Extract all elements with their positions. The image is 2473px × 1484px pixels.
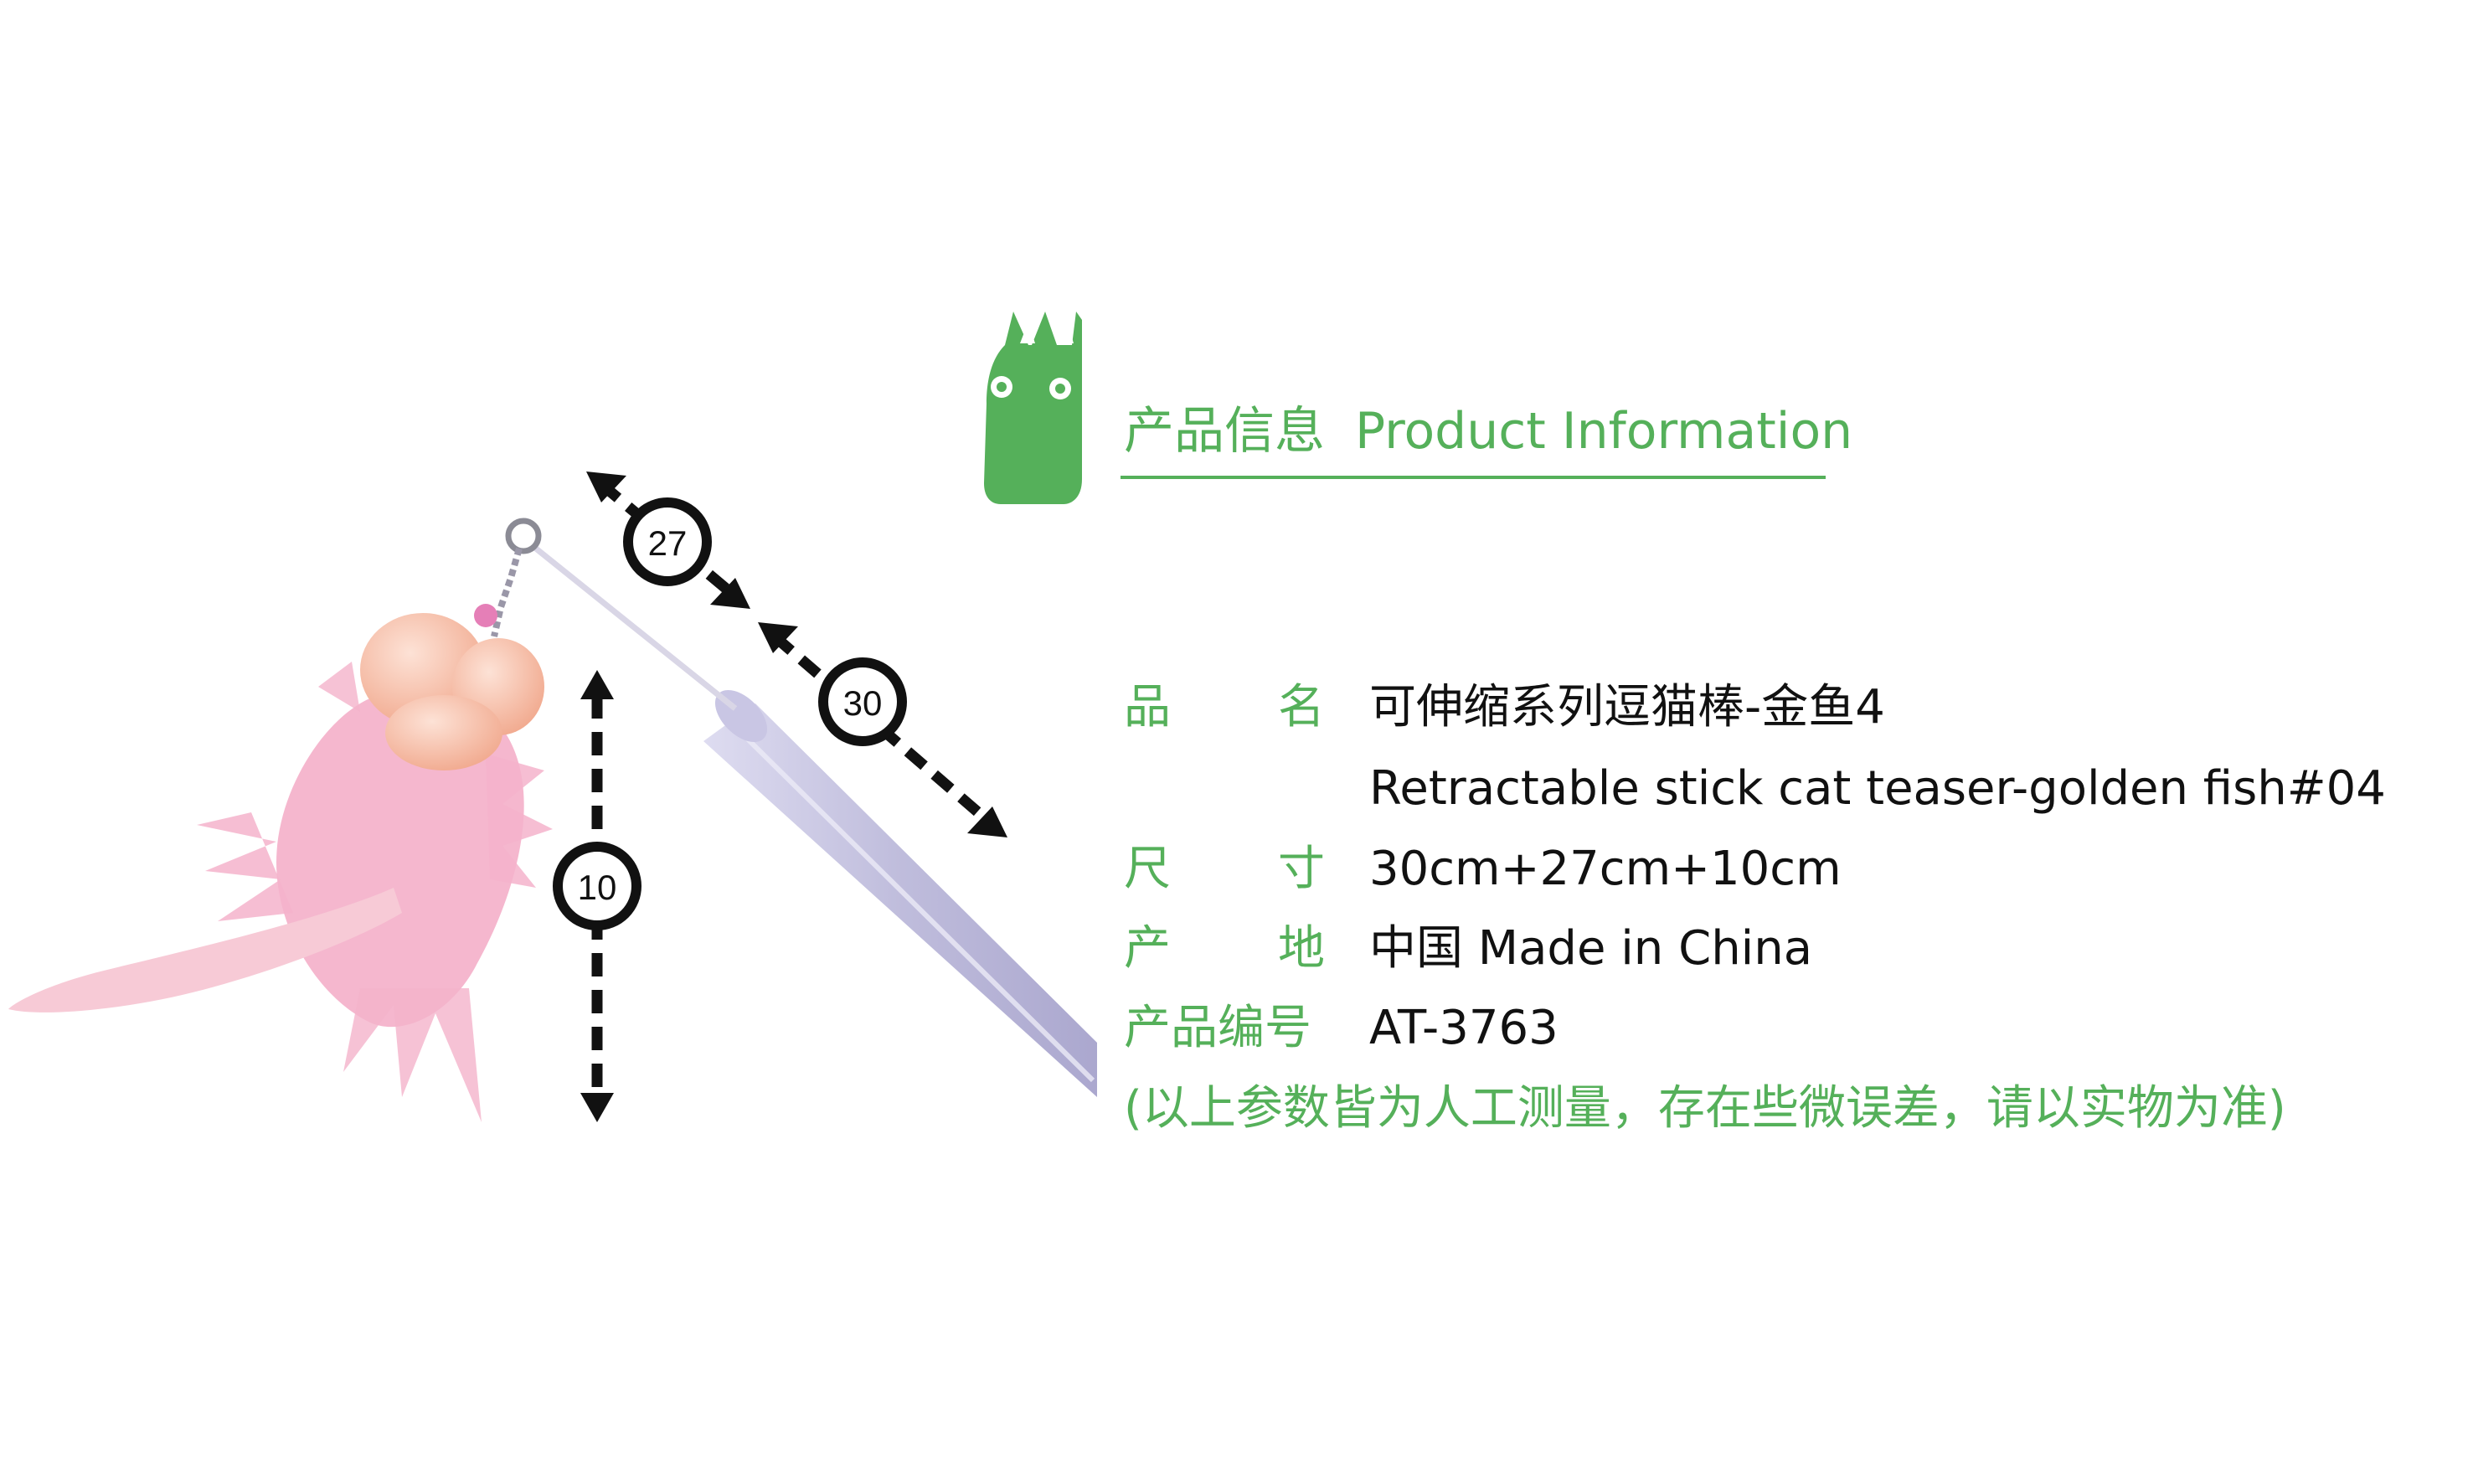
rabbit-mascot-logo-icon bbox=[984, 312, 1082, 504]
dimension-label-30: 30 bbox=[843, 683, 883, 723]
label-char: 尺 bbox=[1124, 842, 1171, 896]
heading-title-en: Product Information bbox=[1355, 402, 1853, 461]
metal-ring bbox=[491, 518, 542, 637]
product-name-cn: 可伸缩系列逗猫棒-金鱼4 bbox=[1369, 680, 1885, 734]
dimension-arrow-27 bbox=[586, 471, 750, 609]
pink-bead bbox=[474, 604, 497, 627]
heading-title-cn: 产品信息 bbox=[1124, 402, 1325, 461]
label-char: 产 bbox=[1124, 921, 1171, 976]
wand-handle bbox=[703, 689, 1097, 1097]
dimension-arrow-10 bbox=[553, 670, 641, 1122]
product-origin: 中国 Made in China bbox=[1369, 921, 1813, 976]
info-label-origin: 产 地 bbox=[1124, 915, 1325, 982]
heading-underline bbox=[1121, 476, 1826, 479]
dimension-arrow-30 bbox=[758, 622, 1007, 837]
dimension-label-10: 10 bbox=[578, 868, 617, 907]
section-heading: 产品信息 Product Information bbox=[1124, 398, 1852, 465]
info-label-size: 尺 寸 bbox=[1124, 836, 1325, 903]
wand-rod bbox=[533, 546, 738, 711]
measurement-note: (以上参数皆为人工测量，存在些微误差，请以实物为准) bbox=[1124, 1081, 2286, 1136]
dimension-label-27: 27 bbox=[648, 523, 688, 563]
label-char: 地 bbox=[1278, 921, 1325, 976]
label-text: 产品编号 bbox=[1124, 1001, 1311, 1055]
label-char: 寸 bbox=[1278, 842, 1325, 896]
feather-tail bbox=[8, 662, 553, 1122]
product-code: AT-3763 bbox=[1369, 1001, 1559, 1055]
product-name-en: Retractable stick cat teaser-golden fish… bbox=[1369, 761, 2386, 816]
label-char: 名 bbox=[1278, 680, 1325, 734]
info-label-name: 品 名 bbox=[1124, 674, 1325, 741]
product-size: 30cm+27cm+10cm bbox=[1369, 842, 1842, 896]
info-label-code: 产品编号 bbox=[1124, 995, 1325, 1062]
label-char: 品 bbox=[1124, 680, 1171, 734]
fish-head bbox=[360, 613, 544, 770]
